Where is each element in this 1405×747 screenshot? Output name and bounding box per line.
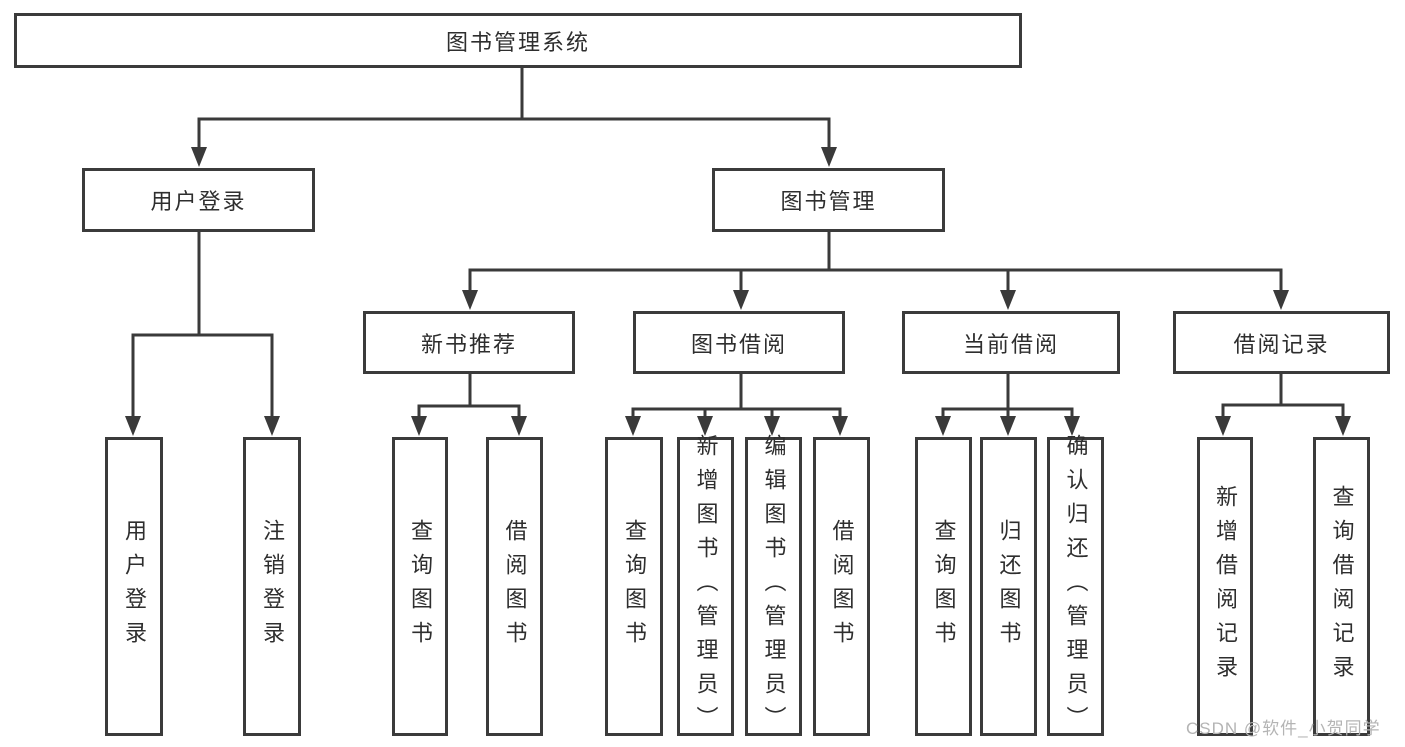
leaf-cb-return-books-label: 归还图书 — [996, 518, 1022, 655]
leaf-br-query-record: 查询借阅记录 — [1313, 437, 1370, 736]
node-borrow-records: 借阅记录 — [1173, 311, 1390, 374]
node-root-label: 图书管理系统 — [445, 29, 590, 55]
leaf-bb-edit-books-admin-label: 编辑图书（管理员） — [761, 433, 787, 740]
leaf-bb-edit-books-admin: 编辑图书（管理员） — [745, 434, 802, 740]
leaf-bb-query-books: 查询图书 — [605, 437, 663, 736]
node-book-borrow-label: 图书借阅 — [690, 331, 787, 357]
leaf-logout-label: 注销登录 — [260, 518, 285, 655]
node-root: 图书管理系统 — [14, 13, 1022, 68]
node-user-login: 用户登录 — [82, 168, 315, 232]
node-current-borrow: 当前借阅 — [902, 311, 1120, 374]
node-new-book-rec: 新书推荐 — [363, 311, 575, 374]
leaf-cb-confirm-return-admin-label: 确认归还（管理员） — [1063, 433, 1089, 740]
leaf-logout: 注销登录 — [243, 437, 301, 736]
leaf-cb-confirm-return-admin: 确认归还（管理员） — [1047, 434, 1104, 740]
leaf-user-login-label: 用户登录 — [122, 518, 147, 655]
leaf-nbr-query-books: 查询图书 — [392, 437, 448, 736]
node-user-login-label: 用户登录 — [150, 189, 247, 214]
node-book-management: 图书管理 — [712, 168, 945, 232]
leaf-cb-return-books: 归还图书 — [980, 437, 1037, 736]
leaf-user-login: 用户登录 — [105, 437, 163, 736]
leaf-bb-borrow-books-label: 借阅图书 — [829, 518, 855, 655]
leaf-br-add-record: 新增借阅记录 — [1197, 437, 1253, 736]
node-book-management-label: 图书管理 — [780, 189, 877, 214]
node-current-borrow-label: 当前借阅 — [962, 331, 1059, 357]
leaf-br-add-record-label: 新增借阅记录 — [1213, 484, 1238, 689]
csdn-watermark: CSDN @软件_小贺同学 — [1186, 719, 1381, 738]
leaf-cb-query-books: 查询图书 — [915, 437, 972, 736]
node-new-book-rec-label: 新书推荐 — [420, 331, 517, 357]
leaf-nbr-borrow-books: 借阅图书 — [486, 437, 543, 736]
leaf-br-query-record-label: 查询借阅记录 — [1329, 484, 1355, 689]
leaf-nbr-borrow-books-label: 借阅图书 — [502, 518, 528, 655]
leaf-bb-borrow-books: 借阅图书 — [813, 437, 870, 736]
leaf-cb-query-books-label: 查询图书 — [931, 518, 957, 655]
leaf-nbr-query-books-label: 查询图书 — [408, 518, 433, 655]
leaf-bb-add-books-admin: 新增图书（管理员） — [677, 434, 734, 740]
leaf-bb-add-books-admin-label: 新增图书（管理员） — [693, 433, 719, 740]
node-book-borrow: 图书借阅 — [633, 311, 845, 374]
node-borrow-records-label: 借阅记录 — [1233, 331, 1330, 357]
arrowheads — [125, 147, 1351, 436]
leaf-bb-query-books-label: 查询图书 — [622, 518, 647, 655]
